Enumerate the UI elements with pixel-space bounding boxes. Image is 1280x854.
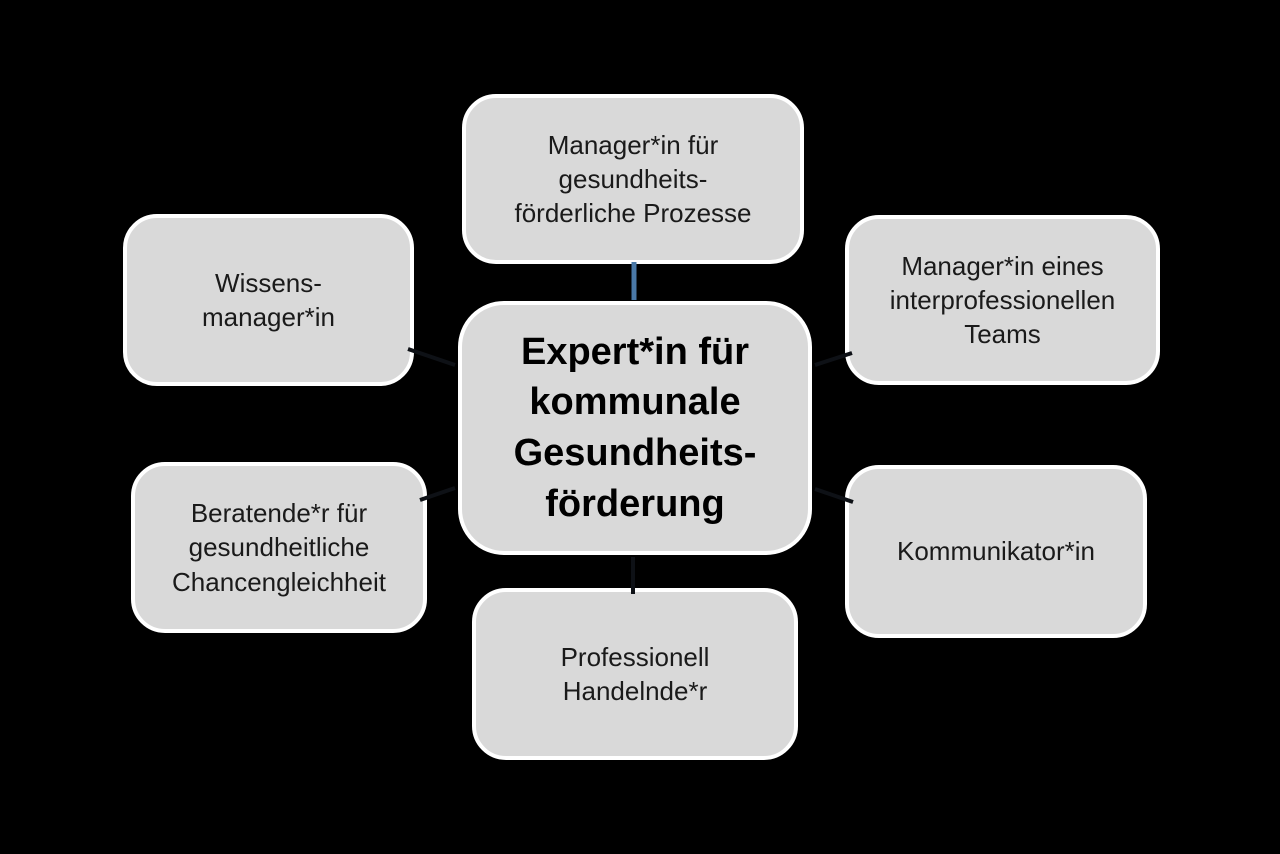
node-wissensmanager-label: Wissens- manager*in [202, 267, 335, 332]
node-manager-prozesse-label: Manager*in für gesundheits- förderliche … [514, 129, 752, 229]
node-manager-teams: Manager*in eines interprofessionellen Te… [845, 215, 1160, 385]
node-manager-teams-label: Manager*in eines interprofessionellen Te… [889, 250, 1116, 350]
node-wissensmanager: Wissens- manager*in [123, 214, 414, 386]
node-expertin-center: Expert*in für kommunale Gesundheits- för… [458, 301, 812, 555]
node-professionell: Professionell Handelnde*r [472, 588, 798, 760]
node-expertin-center-label: Expert*in für kommunale Gesundheits- för… [513, 330, 757, 525]
node-manager-prozesse: Manager*in für gesundheits- förderliche … [462, 94, 804, 264]
node-beratende: Beratende*r für gesundheitliche Chanceng… [131, 462, 427, 633]
node-kommunikator: Kommunikator*in [845, 465, 1147, 638]
node-professionell-label: Professionell Handelnde*r [560, 641, 710, 706]
connector-left-top [407, 347, 456, 367]
node-beratende-label: Beratende*r für gesundheitliche Chanceng… [172, 498, 386, 597]
node-kommunikator-label: Kommunikator*in [897, 536, 1095, 567]
